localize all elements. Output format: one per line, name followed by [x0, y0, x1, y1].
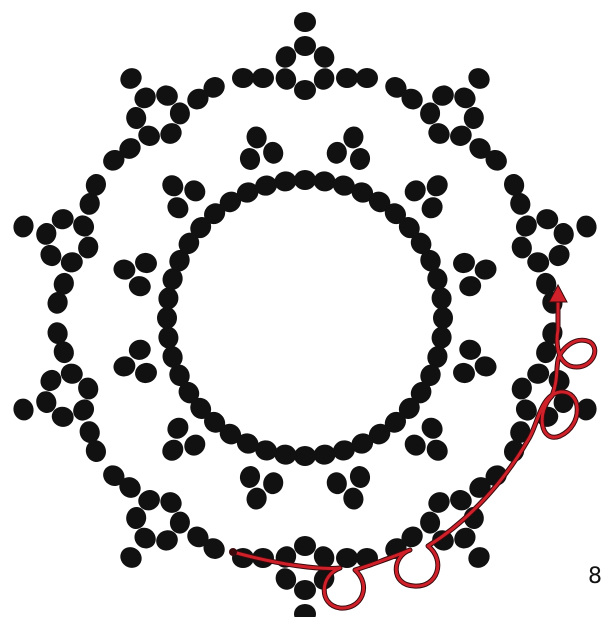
bead — [336, 68, 358, 88]
bead — [294, 170, 316, 190]
bead — [430, 286, 453, 311]
edge-label: 8 — [588, 564, 602, 589]
bead — [512, 211, 542, 241]
bead — [125, 106, 147, 130]
bead — [312, 443, 337, 466]
bead — [294, 536, 316, 556]
bead — [169, 101, 191, 125]
bead — [294, 12, 316, 32]
bead — [294, 80, 316, 100]
bead — [232, 68, 254, 88]
bead — [273, 443, 298, 466]
bead — [157, 307, 177, 329]
bead — [419, 101, 441, 125]
bead — [69, 395, 99, 425]
bead — [157, 325, 180, 350]
bead — [69, 211, 99, 241]
bead — [544, 241, 574, 271]
thread-start — [229, 548, 237, 556]
bead — [252, 68, 274, 88]
bead — [356, 68, 378, 88]
bead — [463, 106, 485, 130]
bead — [133, 250, 159, 275]
bead — [347, 146, 372, 172]
bead — [419, 511, 441, 535]
bead — [574, 213, 600, 240]
bead-layer — [11, 12, 600, 617]
bead — [294, 446, 316, 466]
bead — [158, 435, 188, 465]
bead — [36, 366, 66, 396]
bead — [347, 464, 372, 490]
bead — [433, 307, 453, 329]
bead — [422, 435, 452, 465]
bead — [237, 146, 262, 172]
bead — [422, 171, 452, 201]
bead — [157, 286, 180, 311]
bead — [169, 511, 191, 535]
bead — [430, 325, 453, 350]
bead — [11, 396, 37, 423]
bead — [312, 170, 337, 193]
bead — [237, 464, 262, 490]
bead — [36, 241, 66, 271]
bead — [273, 170, 298, 193]
bead — [451, 360, 477, 385]
bead — [158, 171, 188, 201]
bead — [451, 250, 477, 275]
bead — [336, 548, 358, 568]
bead — [294, 580, 316, 600]
bead — [294, 604, 316, 617]
bead — [133, 360, 159, 385]
bead — [11, 213, 37, 240]
bead — [125, 506, 147, 530]
bead — [294, 36, 316, 56]
